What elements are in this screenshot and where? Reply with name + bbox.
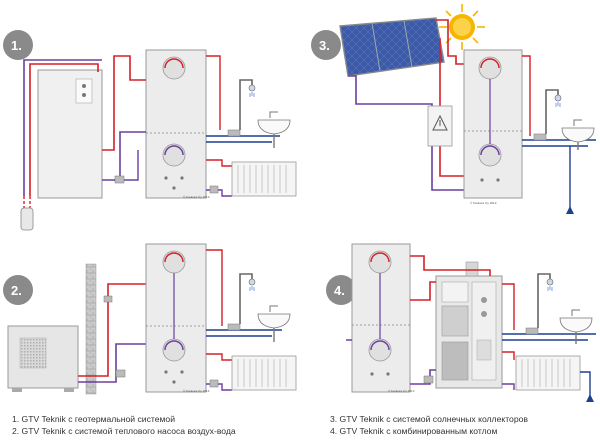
panel-2-shower [239, 273, 253, 324]
panel-2-lower-coil [162, 338, 186, 362]
caption-2: 2. GTV Teknik с системой теплового насос… [12, 426, 236, 436]
panel-4-pump [423, 375, 434, 384]
panel-4-chimney [465, 261, 479, 277]
panel-4-combined-boiler: 4. © Kaukora Oy 2013 [326, 243, 596, 402]
panel-3-cold-inlet-arrow [566, 206, 574, 214]
caption-4: 4. GTV Teknik с комбинированным котлом [330, 426, 498, 436]
panel-3-sink [561, 127, 595, 143]
panel-1-pump [114, 175, 125, 184]
panel-4-boiler-door-lower [441, 341, 469, 381]
panel-4-badge [326, 275, 356, 305]
panel-4-pipe-hot [410, 255, 491, 301]
panel-1-badge-text: 1. [11, 38, 22, 53]
panel-4-shower [537, 273, 551, 328]
panel-3-dhw-line [522, 139, 596, 147]
caption-3: 3. GTV Teknik с системой солнечных колле… [330, 414, 528, 424]
panel-2-upper-coil [162, 250, 186, 274]
panel-1-ground-loop-cold [23, 59, 102, 196]
panel-2-pipe-cold [78, 343, 146, 383]
panel-2-pump [115, 369, 126, 378]
panel-1-badge [3, 30, 33, 60]
panel-3-badge-text: 3. [319, 38, 330, 53]
panel-2-wall [85, 263, 97, 395]
panel-1-pump-radiator [209, 185, 219, 194]
panel-3-solar: 3. [311, 4, 596, 214]
panel-1-upper-coil [162, 56, 186, 80]
panel-4-sink [559, 317, 593, 333]
caption-1: 1. GTV Teknik с геотермальной системой [12, 414, 175, 424]
panel-3-shower [545, 89, 559, 134]
panel-4-boiler-door-upper [441, 305, 469, 337]
panel-2-radiator [231, 355, 297, 391]
panel-2-air-water: 2. © Kaukora Oy 2013 [3, 243, 297, 395]
panel-1-geothermal: 1. © Kaukora Oy 2013 [3, 30, 297, 231]
panel-4-badge-text: 4. [334, 283, 345, 298]
panel-3-copyright: © Kaukora Oy 2013 [470, 201, 497, 205]
panel-2-sink [257, 313, 291, 329]
panel-2-mixing-valve [227, 323, 241, 331]
panel-4-cold-inlet-arrow [586, 394, 594, 402]
panel-4-mixing-valve [525, 327, 539, 335]
sun-icon [439, 4, 485, 50]
panel-2-copyright: © Kaukora Oy 2013 [183, 389, 210, 393]
panel-2-dhw-line [206, 329, 282, 337]
panel-3-badge [311, 30, 341, 60]
panel-1-ground-probe [20, 207, 34, 231]
panel-1-ground-loop-hot [29, 63, 99, 196]
panel-1-pipe-cold [102, 131, 146, 181]
panel-1-lower-coil [162, 143, 186, 167]
caption-left: 1. GTV Teknik с геотермальной системой 2… [12, 413, 236, 437]
panel-1-copyright: © Kaukora Oy 2013 [183, 195, 210, 199]
panel-4-dhw-line [502, 333, 596, 341]
panel-1-heat-pump-display [75, 78, 93, 104]
caption-right: 3. GTV Teknik с системой солнечных колле… [330, 413, 528, 437]
panel-3-upper-coil [478, 56, 502, 80]
warning-icon [432, 114, 448, 131]
panel-4-upper-coil [368, 250, 392, 274]
panel-2-outdoor-grille [19, 337, 47, 369]
panel-1-heat-pump [37, 69, 103, 199]
panel-1-pipe-hot [102, 55, 146, 151]
panel-1-mixing-valve [227, 129, 241, 137]
panel-3-solar-loop-cold [348, 75, 464, 191]
panel-1-dhw-line [206, 135, 280, 143]
panel-2-pipe-hot [78, 283, 146, 377]
panel-4-lower-coil [368, 338, 392, 362]
panel-1-radiator-feed [206, 159, 232, 167]
panel-1-shower [239, 79, 253, 130]
panel-3-mixing-valve [533, 133, 547, 141]
panel-3-lower-coil [478, 143, 502, 167]
panel-3-solar-controller [427, 105, 453, 147]
panel-3-solar-loop-hot [436, 19, 464, 106]
panel-2-badge [3, 275, 33, 305]
panel-4-radiator [515, 355, 581, 391]
panel-4-copyright: © Kaukora Oy 2013 [388, 389, 415, 393]
panel-2-badge-text: 2. [11, 283, 22, 298]
panel-1-radiator [231, 161, 297, 197]
panel-3-solar-collectors [339, 17, 445, 77]
panel-1-sink [257, 119, 291, 135]
